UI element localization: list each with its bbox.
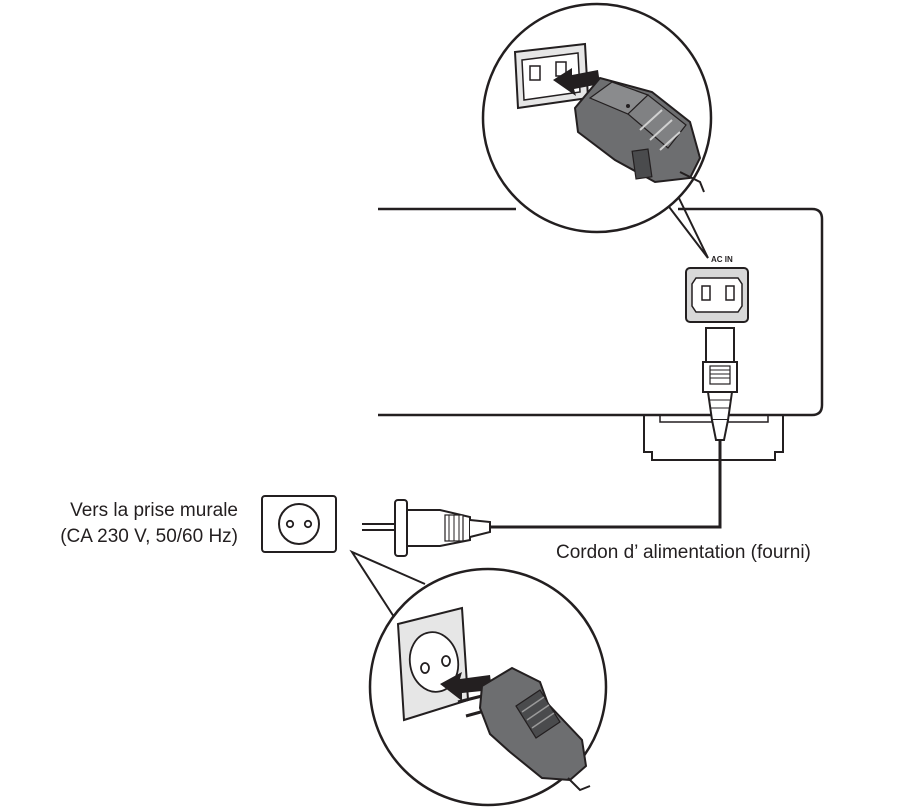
wall-plug bbox=[362, 499, 491, 557]
wall-outlet-label-line1: Vers la prise murale bbox=[70, 500, 238, 521]
zoom-euro-plug bbox=[457, 666, 591, 792]
zoom-inlet-socket bbox=[513, 42, 590, 110]
zoom-iec-connector bbox=[573, 76, 705, 193]
wall-outlet-label-line2: (CA 230 V, 50/60 Hz) bbox=[60, 526, 238, 547]
device-outline bbox=[378, 207, 824, 417]
top-callout-pointer bbox=[659, 191, 709, 259]
top-zoom-callout bbox=[481, 2, 713, 259]
bottom-zoom-callout bbox=[349, 549, 608, 807]
power-cord-label: Cordon d’ alimentation (fourni) bbox=[556, 542, 811, 563]
zoom-wall-socket bbox=[396, 606, 470, 722]
device-rear-panel bbox=[378, 207, 824, 461]
ac-in-label: AC IN bbox=[711, 255, 733, 264]
iec-plug-inserted bbox=[702, 327, 738, 441]
zoom-bottom-arrow-icon bbox=[440, 672, 492, 701]
device-foot bbox=[643, 415, 784, 461]
ac-inlet bbox=[685, 267, 749, 323]
power-cord bbox=[490, 440, 722, 529]
wall-outlet-icon bbox=[261, 495, 337, 553]
zoom-top-arrow-icon bbox=[553, 68, 600, 96]
